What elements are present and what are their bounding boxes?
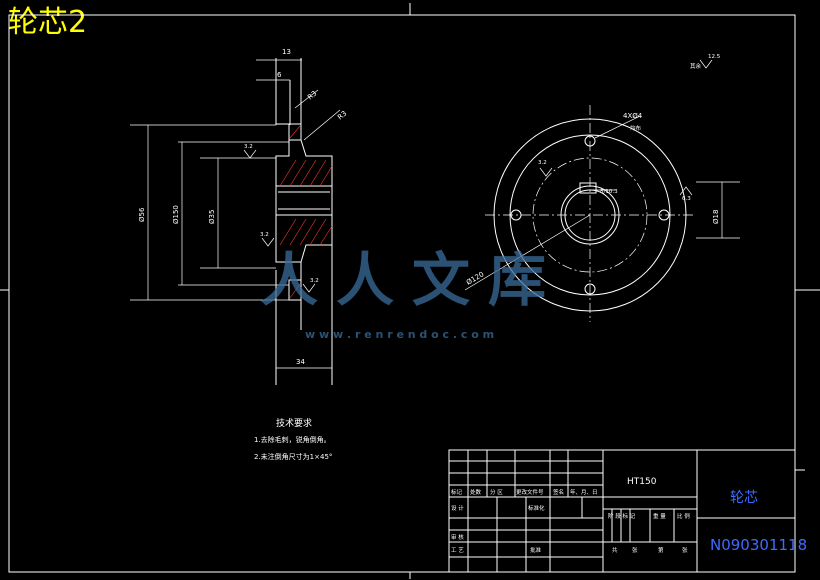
tb-row-label: 处数 xyxy=(470,488,482,496)
tb-designer: 设 计 xyxy=(451,504,464,512)
tb-stage-label: 阶 段 标 记 xyxy=(608,512,636,520)
roughness-2: 3.2 xyxy=(260,232,269,238)
notes-line-1: 1.去除毛刺，锐角倒角。 xyxy=(254,435,331,444)
tb-row-label: 更改文件号 xyxy=(516,488,544,496)
page-title: 轮芯2 xyxy=(8,5,88,40)
tb-drawing-number: N090301118 xyxy=(710,536,807,554)
tb-sheet-label: 张 xyxy=(632,546,638,554)
tb-sheet-label: 共 xyxy=(612,546,618,554)
tb-row-label: 分 区 xyxy=(490,488,503,496)
section-view xyxy=(130,58,341,385)
tb-scale-label: 比 例 xyxy=(677,512,690,520)
notes-heading: 技术要求 xyxy=(276,417,312,429)
dim-diameter-150: Ø150 xyxy=(172,205,180,224)
roughness-3: 3.2 xyxy=(310,278,319,284)
tb-part-name: 轮芯 xyxy=(730,490,758,506)
tb-row-label: 年、月、日 xyxy=(570,488,598,496)
drawing-frame xyxy=(8,14,796,573)
dim-holes: 4XØ4 xyxy=(623,112,643,120)
notes-line-2: 2.未注倒角尺寸为1×45° xyxy=(254,452,332,461)
watermark-text: 人人文库 xyxy=(260,246,564,314)
tb-standardization: 标准化 xyxy=(528,504,545,512)
tb-check: 审 核 xyxy=(451,533,464,541)
watermark-url: w w w . r e n r e n d o c . c o m xyxy=(305,328,494,341)
tb-process: 工 艺 xyxy=(451,547,464,554)
tb-row-label: 签名 xyxy=(553,488,564,496)
tb-material: HT150 xyxy=(627,477,657,487)
dim-holes-note: 均布 xyxy=(630,124,642,132)
dim-width-bottom: 34 xyxy=(296,358,305,366)
dim-top-inner: 6 xyxy=(277,71,282,79)
front-view xyxy=(464,59,740,322)
roughness-63: 6.3 xyxy=(682,196,691,202)
tb-sheet-label: 张 xyxy=(682,546,688,554)
dim-top-total: 13 xyxy=(282,48,291,56)
others-label: 其余 xyxy=(690,62,702,70)
tb-revision-row: 标记 处数 分 区 更改文件号 签名 年、月、日 xyxy=(451,488,598,496)
dim-diameter-35: Ø35 xyxy=(208,210,216,224)
tb-sheet-label: 第 xyxy=(658,546,664,554)
dim-outer-diameter: Ø56 xyxy=(138,207,146,222)
roughness-front: 3.2 xyxy=(538,160,547,166)
title-block xyxy=(448,449,796,573)
tb-row-label: 标记 xyxy=(451,488,463,496)
roughness-1: 3.2 xyxy=(244,144,253,150)
tb-approve: 批准 xyxy=(530,546,542,554)
others-roughness: 12.5 xyxy=(708,54,721,60)
dim-diameter-18: Ø18 xyxy=(712,210,720,224)
tb-weight-label: 重 量 xyxy=(653,512,666,520)
dim-keyway: 8/10.3 xyxy=(600,189,618,195)
